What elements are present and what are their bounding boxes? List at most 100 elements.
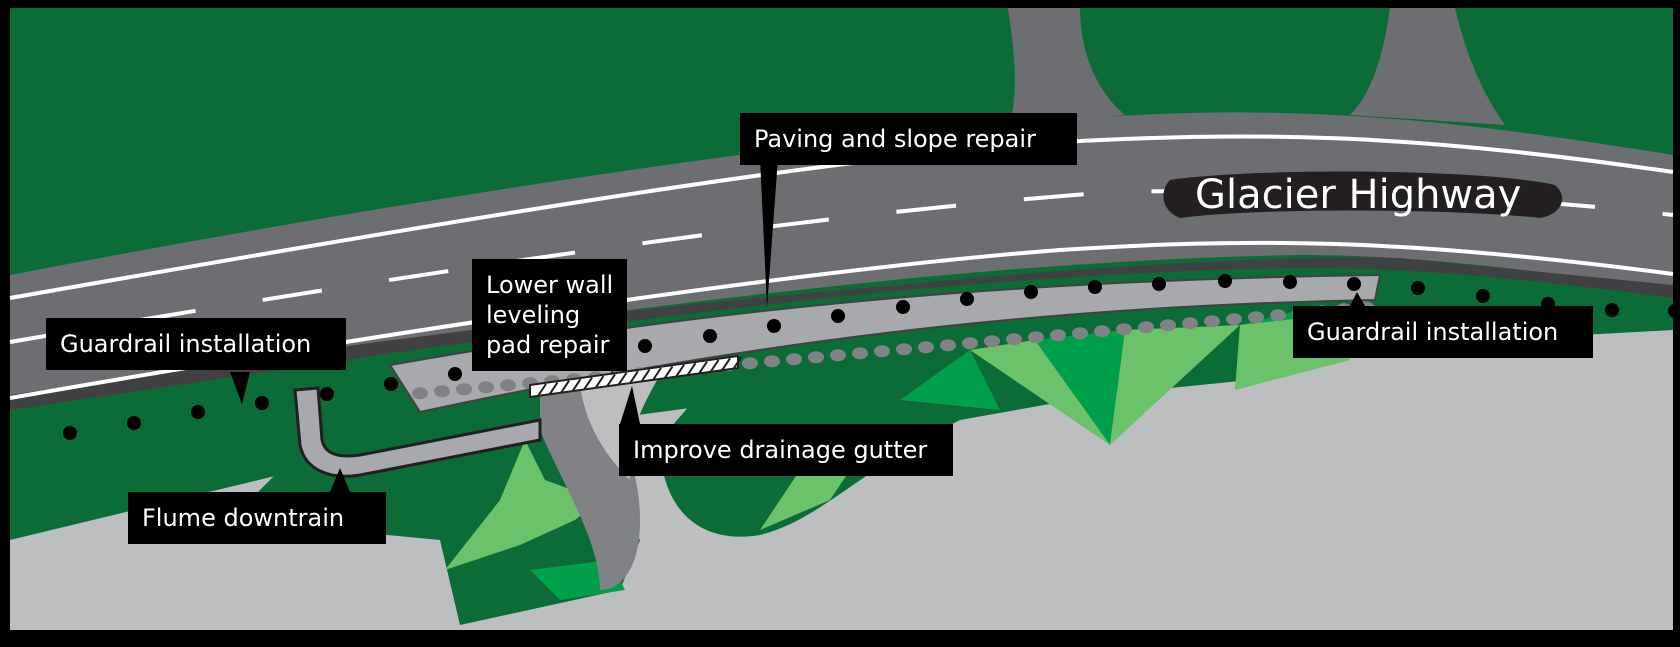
callout-flume: Flume downtrain bbox=[128, 468, 386, 544]
callout-label: Flume downtrain bbox=[142, 504, 344, 532]
gutter-hatch-line bbox=[732, 356, 743, 370]
gutter-hatch-line bbox=[640, 369, 651, 383]
callout-pointer bbox=[1350, 292, 1365, 306]
rock-stone bbox=[456, 383, 472, 396]
rock-stone bbox=[478, 381, 494, 394]
guardrail-post bbox=[1347, 277, 1361, 291]
guardrail-post bbox=[320, 387, 334, 401]
guardrail-post bbox=[1152, 277, 1166, 291]
guardrail-post bbox=[1668, 304, 1680, 318]
guardrail-post bbox=[63, 426, 77, 440]
rock-stone bbox=[1028, 331, 1044, 344]
callout-box bbox=[128, 492, 386, 544]
gutter-hatch-line bbox=[606, 373, 616, 387]
rock-stone bbox=[1182, 317, 1198, 330]
gutter-hatch-line bbox=[548, 381, 559, 395]
guardrail-post bbox=[1605, 303, 1619, 317]
road-label: Glacier Highway bbox=[1163, 171, 1563, 218]
rock-stone bbox=[1270, 309, 1286, 322]
grass-patch-left-light bbox=[445, 440, 600, 570]
callout-pointer bbox=[760, 158, 778, 308]
callout-label: Paving and slope repair bbox=[754, 125, 1036, 153]
callout-box bbox=[740, 113, 1077, 165]
side-road-left bbox=[1008, 8, 1125, 125]
flume-downtrain bbox=[293, 386, 542, 478]
rock-stone bbox=[434, 385, 450, 398]
rock-stone bbox=[500, 379, 516, 392]
callout-pointer bbox=[230, 372, 250, 404]
guardrail-post bbox=[384, 377, 398, 391]
guardrail-post bbox=[1476, 289, 1490, 303]
guardrail-post bbox=[1088, 280, 1102, 294]
gutter-hatch-line bbox=[663, 365, 674, 379]
gutter-hatch-line bbox=[617, 372, 628, 386]
guardrail-post bbox=[255, 396, 269, 410]
callouts: Guardrail installation Lower wallleveling… bbox=[46, 113, 1593, 544]
rock-stone bbox=[918, 341, 934, 354]
callout-label: Guardrail installation bbox=[60, 330, 311, 358]
gutter-hatch-line bbox=[629, 370, 639, 384]
callout-label: Improve drainage gutter bbox=[633, 436, 927, 464]
retaining-wall bbox=[388, 273, 1382, 414]
rock-stone bbox=[1116, 323, 1132, 336]
road-label-text: Glacier Highway bbox=[1195, 172, 1521, 218]
callout-box bbox=[472, 259, 627, 371]
rock-stone bbox=[1072, 327, 1088, 340]
road-shoulder bbox=[10, 257, 1673, 410]
gutter-hatch-line bbox=[675, 364, 685, 378]
rock-stone bbox=[808, 351, 824, 364]
rock-stone bbox=[786, 353, 802, 366]
rock-stone bbox=[764, 355, 780, 368]
rock-stone bbox=[830, 349, 846, 362]
guardrail-post bbox=[896, 300, 910, 314]
callout-pointer bbox=[620, 386, 640, 424]
gutter-hatch-line bbox=[652, 367, 662, 381]
rock-stone bbox=[1006, 333, 1022, 346]
drainage-gutter bbox=[529, 354, 743, 399]
grass-right-1 bbox=[970, 340, 1110, 445]
callout-box bbox=[619, 424, 953, 476]
guardrail-post bbox=[191, 405, 205, 419]
grass-right-3 bbox=[1110, 325, 1240, 445]
guardrail-post bbox=[1218, 274, 1232, 288]
gutter-hatch-line bbox=[537, 383, 547, 397]
rock-stone bbox=[1226, 313, 1242, 326]
gutter-hatch-line bbox=[571, 378, 582, 392]
guardrail-post bbox=[1024, 285, 1038, 299]
rock-stone bbox=[742, 357, 758, 370]
rock-stone bbox=[874, 345, 890, 358]
guardrail-post bbox=[1283, 275, 1297, 289]
grass-center-light bbox=[760, 470, 850, 530]
rock-stone bbox=[1138, 321, 1154, 334]
guardrail-post bbox=[638, 339, 652, 353]
callout-label: leveling bbox=[486, 301, 580, 329]
side-road-right bbox=[1350, 8, 1505, 125]
rock-stone bbox=[940, 339, 956, 352]
callout-box bbox=[46, 318, 346, 370]
guardrail-post bbox=[1411, 281, 1425, 295]
rock-stone bbox=[984, 335, 1000, 348]
callout-label: pad repair bbox=[486, 331, 610, 359]
rock-stone bbox=[852, 347, 868, 360]
gutter-hatch-line bbox=[698, 361, 708, 375]
rock-stone bbox=[1204, 315, 1220, 328]
guardrail-post bbox=[127, 416, 141, 430]
callout-pointer bbox=[330, 468, 350, 492]
guardrail-post bbox=[767, 319, 781, 333]
callout-drainage: Improve drainage gutter bbox=[619, 386, 953, 476]
gutter-hatch-line bbox=[686, 362, 697, 376]
callout-guardrail-left: Guardrail installation bbox=[46, 318, 346, 404]
callout-label: Guardrail installation bbox=[1307, 318, 1558, 346]
rock-stone bbox=[1094, 325, 1110, 338]
guardrail-post bbox=[703, 329, 717, 343]
grass-right-2 bbox=[1035, 330, 1125, 445]
callout-box bbox=[1293, 306, 1593, 358]
callout-paving: Paving and slope repair bbox=[740, 113, 1077, 308]
grass-center-mid bbox=[900, 350, 1000, 410]
gutter-hatch-line bbox=[594, 375, 605, 389]
rock-stone bbox=[896, 343, 912, 356]
gutter-hatch-line bbox=[721, 357, 731, 371]
